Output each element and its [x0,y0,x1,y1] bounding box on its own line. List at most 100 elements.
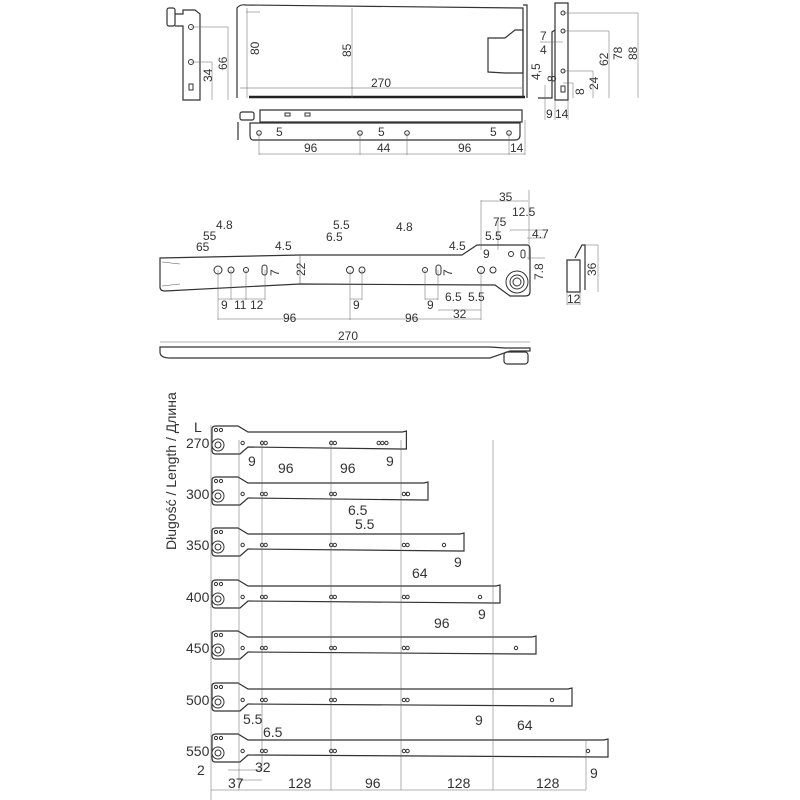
dim-label: 36 [585,262,599,276]
hole [549,697,555,703]
hole [240,440,245,446]
dim-label: 32 [453,307,467,321]
side-bracket: 66 34 [166,7,230,101]
hole [218,427,224,433]
dim-label: 5 [490,125,497,139]
hole [441,542,447,548]
drawer-side-profile: 80 85 270 [236,4,528,99]
dim-label: 6.5 [348,502,368,518]
dim-label: 270 [338,329,358,343]
hole [240,748,245,754]
hole [218,529,224,535]
hole [263,491,268,497]
dim-label: 9 [386,453,394,469]
dim-label: 96 [340,460,356,476]
hole [213,529,219,535]
dim-label: 35 [499,190,513,204]
dim-label: 4.5 [449,239,466,253]
dim-label: 12 [250,298,264,312]
runner-outline [211,425,407,455]
bottom-rail: 5 5 5 96 44 96 14 [237,109,526,155]
dim-label: 9 [483,247,490,261]
dim-label: 6.5 [445,290,462,304]
hole [401,542,407,548]
runner-side-profile: 270 [159,329,531,365]
dim-label: 5.5 [468,290,485,304]
runner-length-300: 300 [186,476,429,506]
wheel-hub [214,595,222,603]
dim-label: 24 [587,76,601,90]
hole [332,748,337,754]
dim-label: 4,5 [529,63,543,80]
dim-label: 75 [493,215,507,229]
length-label: 450 [186,640,210,656]
dim-label: 5.5 [243,711,263,727]
runner-detail: 4.8 55 65 4.5 7 22 6.5 5.5 4.8 4.5 7 9 6… [159,190,549,325]
hole [405,594,410,600]
hole [218,632,224,638]
hole [213,735,219,741]
dim-label: 4.8 [396,220,413,234]
hole [240,697,245,703]
runner-length-500: 500 [186,682,573,712]
dim-label: 8 [545,75,559,82]
runner-length-350: 350 [186,527,465,557]
hole [401,594,407,600]
dim-label: 9 [454,554,462,570]
dim-label: 96 [283,311,297,325]
dim-label: 9 [478,606,486,622]
dim-label: 14 [510,141,524,155]
hole [218,735,224,741]
dim-label: 96 [365,775,381,791]
length-label: 500 [186,692,210,708]
hole [401,645,407,651]
dim-label: 9 [221,298,228,312]
dim-label: 65 [196,240,210,254]
dim-label: 5 [378,125,385,139]
dim-label: 5.5 [355,516,375,532]
hole [401,697,407,703]
dim-label: 8 [573,88,587,95]
end-bracket: 7 4 4,5 8 8 24 62 78 88 9 14 [529,2,640,121]
wheel-hub [214,441,222,449]
dim-label: 9 [475,712,483,728]
length-label: 400 [186,589,210,605]
dim-label: 6.5 [326,230,343,244]
hole [332,491,337,497]
runner-outline [211,579,501,609]
dim-label: 9 [590,765,598,781]
dim-label: 9 [353,298,360,312]
column-header-l: L [194,419,202,435]
dim-label: 128 [288,775,312,791]
hole [477,594,483,600]
hole [332,542,337,548]
wheel-hub [214,543,222,551]
hole [263,697,268,703]
lengths-table: Długość / Length / Длина L 2703003504004… [163,392,609,800]
wheel-hub [214,492,222,500]
hole [405,645,410,651]
hole [213,632,219,638]
dim-label: 5 [276,125,283,139]
dim-label: 2 [197,762,205,778]
hole [263,645,268,651]
dim-label: 4 [540,43,547,57]
runner-length-450: 450 [186,630,537,660]
hole [218,478,224,484]
dim-label: 128 [536,775,560,791]
hole [401,491,407,497]
dim-label: 7.8 [532,263,546,280]
hole [240,542,245,548]
dim-label: 88 [626,46,640,60]
dim-label: 7 [540,29,547,43]
dim-label: 96 [458,141,472,155]
dim-label: 9 [427,298,434,312]
wheel-hub [214,749,222,757]
hole [263,594,268,600]
hole [240,645,245,651]
hole [405,491,411,497]
runner-outline [211,733,609,763]
dim-label: 64 [517,717,533,733]
dim-label: 80 [248,41,262,55]
